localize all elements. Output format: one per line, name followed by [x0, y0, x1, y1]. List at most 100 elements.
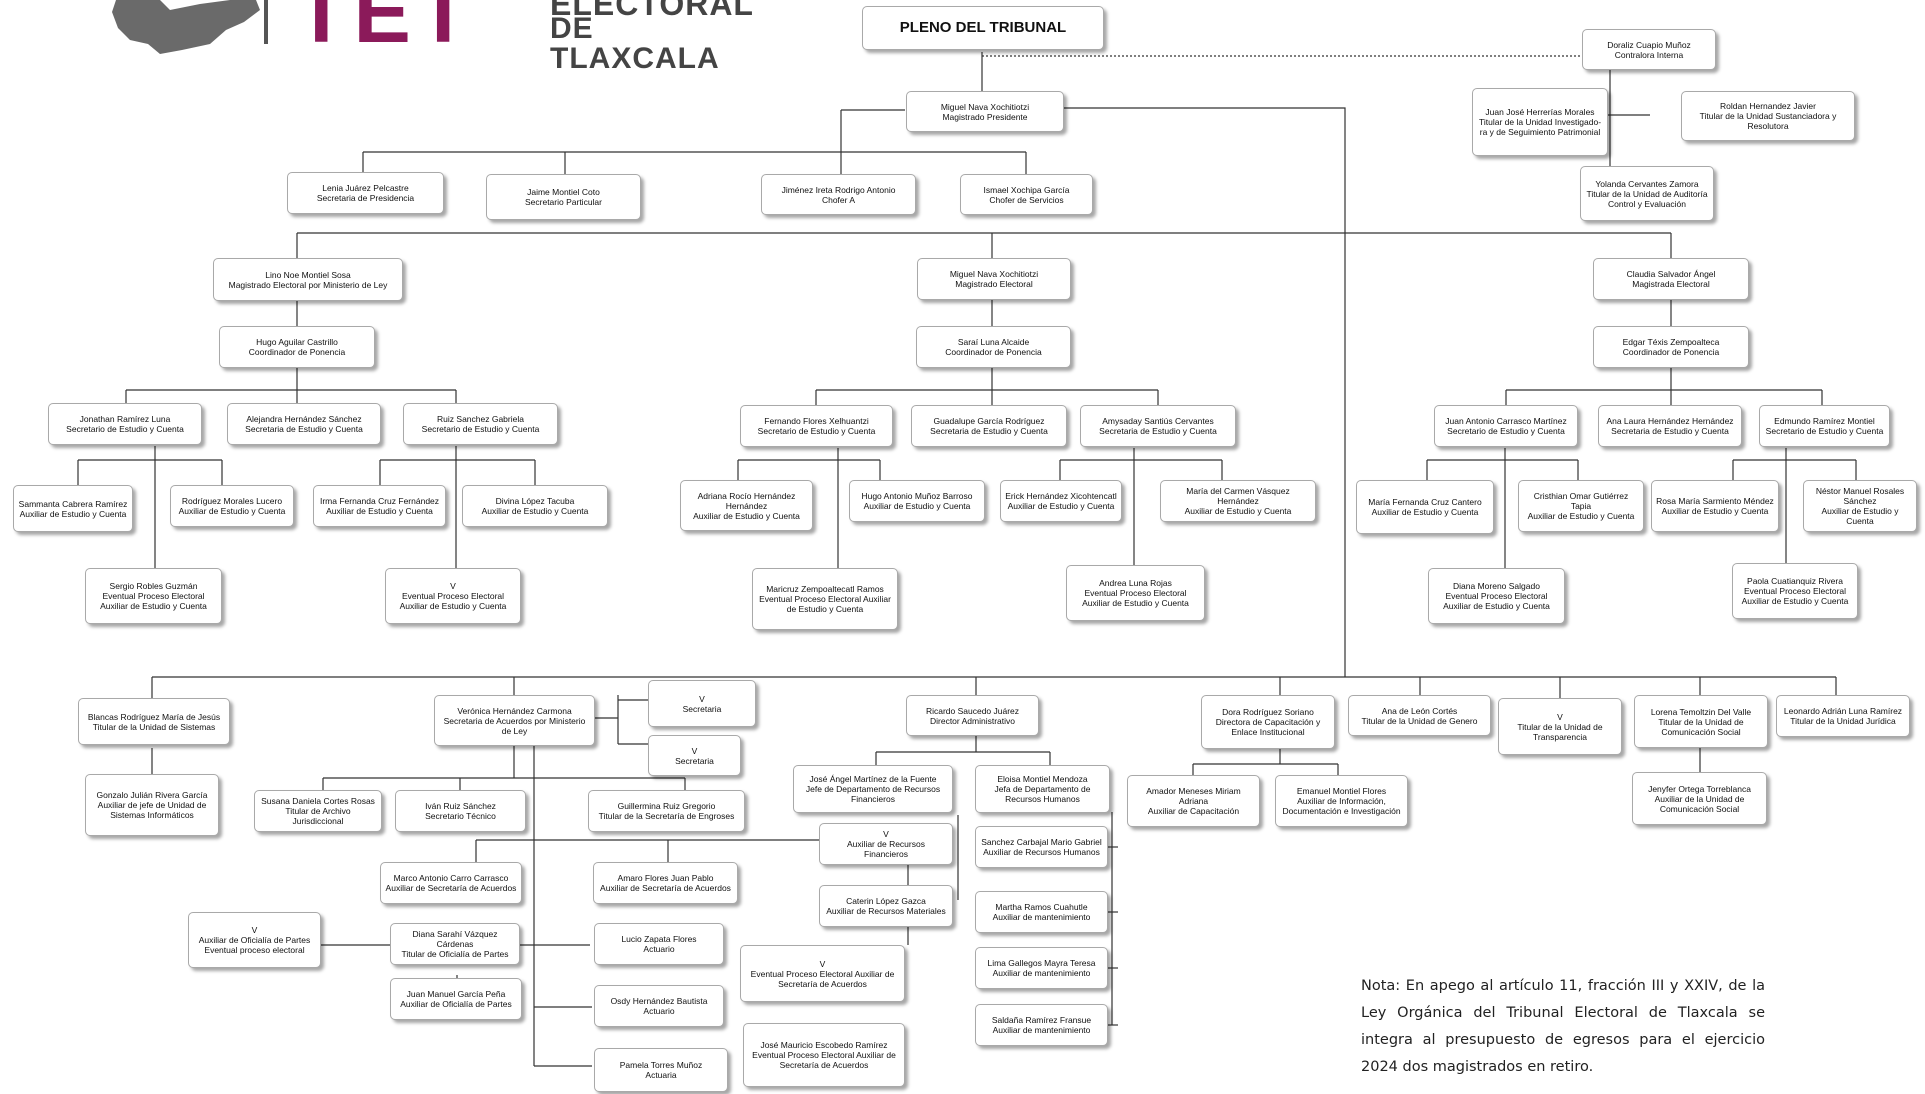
node-role: Coordinador de Ponencia [945, 347, 1042, 357]
aux-humanos-box: Sanchez Carbajal Mario Gabriel Auxiliar … [975, 826, 1108, 868]
auxiliar-box: María Fernanda Cruz Cantero Auxiliar de … [1356, 480, 1494, 534]
node-role: Contralora Interna [1614, 49, 1684, 60]
node-name: V [450, 581, 456, 591]
secretaria-acuerdos-box: Verónica Hernández Carmona Secretaria de… [434, 695, 595, 746]
node-name: Lima Gallegos Mayra Teresa [987, 958, 1096, 968]
actuario-box: Osdy Hernández Bautista Actuario [594, 985, 724, 1027]
node-name: Jaime Montiel Coto [527, 187, 600, 197]
secretario-box: Ana Laura Hernández Hernández Secretaria… [1598, 405, 1742, 447]
node-role: Coordinador de Ponencia [248, 347, 346, 357]
node-role: Titular de la Unidad de Sistemas [92, 721, 216, 732]
auxiliar-box: María del Carmen Vásquez Hernández Auxil… [1160, 480, 1316, 522]
node-role: Titular de la Unidad de Genero [1361, 715, 1478, 726]
node-name: Iván Ruiz Sánchez [425, 801, 496, 811]
auxiliar-box: Néstor Manuel Rosales Sánchez Auxiliar d… [1803, 480, 1917, 532]
aux-partes-eventual-box: V Auxiliar de Oficialía de Partes Eventu… [188, 912, 321, 968]
node-name: Roldan Hernandez Javier [1720, 101, 1816, 111]
node-role: Eventual Proceso Electoral Auxiliar de E… [1443, 591, 1550, 611]
node-name: Ruiz Sanchez Gabriela [437, 414, 524, 424]
node-role: Jefa de Departamento de Recursos Humanos [994, 784, 1091, 804]
node-name: Rosa María Sarmiento Méndez [1656, 496, 1774, 506]
chofer-a-box: Jiménez Ireta Rodrigo Antonio Chofer A [761, 174, 916, 215]
node-name: Sanchez Carbajal Mario Gabriel [981, 837, 1102, 847]
node-name: Rodríguez Morales Lucero [181, 496, 283, 506]
node-role: Auxiliar de Recursos Humanos [983, 847, 1100, 857]
director-administrativo-box: Ricardo Saucedo Juárez Director Administ… [906, 695, 1039, 736]
node-name: Eloisa Montiel Mendoza [997, 774, 1088, 784]
coord-ponencia-left-box: Hugo Aguilar Castrillo Coordinador de Po… [219, 326, 375, 368]
engroses-box: Guillermina Ruiz Gregorio Titular de la … [588, 790, 745, 832]
node-name: Sammanta Cabrera Ramírez [18, 498, 128, 509]
node-name: Amaro Flores Juan Pablo [617, 873, 714, 883]
node-role: Secretario de Estudio y Cuenta [421, 424, 540, 434]
node-role: Auxiliar de Estudio y Cuenta [326, 506, 433, 516]
node-name: Erick Hernández Xicohtencatl [1005, 491, 1117, 501]
unidad-juridica-box: Leonardo Adrián Luna Ramírez Titular de … [1776, 695, 1910, 737]
node-role: Eventual Proceso Electoral Auxiliar de S… [752, 1050, 896, 1070]
auxiliar-eventual-box: Maricruz Zempoaltecatl Ramos Eventual Pr… [752, 568, 898, 630]
node-role: Auxiliar de Estudio y Cuenta [19, 508, 127, 519]
node-name: Edgar Téxis Zempoalteca [1622, 337, 1720, 347]
node-name: V [251, 925, 258, 935]
node-name: Diana Moreno Salgado [1453, 581, 1540, 591]
secretario-box: Ruiz Sanchez Gabriela Secretario de Estu… [403, 403, 558, 445]
node-role: Chofer de Servicios [989, 194, 1064, 205]
node-name: Diana Sarahí Vázquez Cárdenas [412, 929, 498, 949]
node-role: Actuario [643, 1006, 675, 1016]
institution-logo: TET ELECTORAL DE TLAXCALA [110, 0, 770, 74]
node-role: Titular de la Secretaría de Engroses [598, 811, 735, 821]
auxiliar-box: Divina López Tacuba Auxiliar de Estudio … [462, 485, 608, 527]
node-role: Titular de la Unidad de Transparencia [1517, 721, 1603, 742]
node-name: Miguel Nava Xochitiotzi [949, 269, 1039, 279]
node-role: Eventual Proceso Electoral Auxiliar de E… [399, 591, 507, 611]
logo-letters: TET [295, 0, 476, 61]
node-role: Actuaria [645, 1070, 677, 1080]
node-name: Juan José Herrerías Morales [1485, 107, 1595, 117]
node-role: Magistrado Presidente [942, 111, 1028, 122]
sec-presidencia-box: Lenia Juárez Pelcastre Secretaria de Pre… [287, 172, 444, 214]
mantenimiento-box: Saldaña Ramírez Fransue Auxiliar de mant… [975, 1004, 1108, 1046]
node-name: Jenyfer Ortega Torreblanca [1648, 783, 1751, 794]
auxiliar-box: Rosa María Sarmiento Méndez Auxiliar de … [1651, 480, 1779, 532]
aux-sistemas-box: Gonzalo Julián Rivera García Auxiliar de… [85, 774, 219, 836]
aux-capacitacion-box: Amador Meneses Miriam Adriana Auxiliar d… [1127, 775, 1260, 827]
node-role: Chofer A [821, 194, 856, 205]
node-name: Hugo Antonio Muñoz Barroso [861, 491, 973, 501]
node-name: Amysaday Santiús Cervantes [1102, 416, 1214, 426]
actuario-box: Lucio Zapata Flores Actuario [594, 923, 724, 965]
node-name: V [819, 958, 826, 969]
auxiliar-eventual-box: Paola Cuatianquiz Rivera Eventual Proces… [1732, 563, 1858, 619]
archivo-box: Susana Daniela Cortes Rosas Titular de A… [254, 790, 382, 832]
unidad-transparencia-box: V Titular de la Unidad de Transparencia [1498, 698, 1622, 755]
node-role: Titular de la Unidad de Auditoría Contro… [1586, 188, 1708, 209]
node-role: Secretaria de Estudio y Cuenta [1099, 426, 1217, 436]
node-name: José Mauricio Escobedo Ramírez [760, 1040, 888, 1050]
node-name: Paola Cuatianquiz Rivera [1747, 576, 1843, 586]
node-role: Auxiliar de la Unidad de Comunicación So… [1654, 793, 1745, 814]
node-name: Andrea Luna Rojas [1099, 578, 1172, 588]
node-name: Gonzalo Julián Rivera García [96, 790, 208, 800]
oficialia-partes-box: Diana Sarahí Vázquez Cárdenas Titular de… [390, 923, 520, 965]
node-name: Marco Antonio Carro Carrasco [393, 873, 509, 883]
node-role: Auxiliar de Capacitación [1147, 806, 1240, 816]
node-role: Magistrada Electoral [1632, 279, 1710, 289]
logo-line-2: DE TLAXCALA [550, 12, 720, 75]
node-role: Auxiliar de Oficialía de Partes [400, 999, 512, 1009]
node-role: Actuario [643, 944, 675, 954]
recursos-financieros-box: José Ángel Martínez de la Fuente Jefe de… [793, 765, 953, 813]
node-role: Eventual Proceso Electoral Auxiliar de E… [100, 591, 207, 611]
node-role: Auxiliar de Estudio y Cuenta [1661, 506, 1769, 516]
secretario-box: Jonathan Ramírez Luna Secretario de Estu… [48, 403, 202, 445]
auxiliar-box: Cristhian Omar Gutiérrez Tapia Auxiliar … [1518, 480, 1644, 532]
aux-financieros-box: V Auxiliar de Recursos Financieros [819, 823, 953, 865]
node-name: Lino Noe Montiel Sosa [265, 269, 351, 280]
node-role: Auxiliar de Oficialía de Partes Eventual… [198, 935, 311, 955]
auxiliar-eventual-box: Andrea Luna Rojas Eventual Proceso Elect… [1066, 565, 1205, 621]
node-role: Magistrado Electoral por Ministerio de L… [228, 279, 388, 290]
node-name: Claudia Salvador Ángel [1626, 269, 1716, 279]
coord-ponencia-right-box: Edgar Téxis Zempoalteca Coordinador de P… [1593, 326, 1749, 368]
node-name: María del Carmen Vásquez Hernández [1186, 486, 1290, 506]
node-role: Coordinador de Ponencia [1622, 347, 1720, 357]
node-name: Maricruz Zempoaltecatl Ramos [766, 584, 884, 594]
node-role: Secretario de Estudio y Cuenta [66, 424, 184, 434]
